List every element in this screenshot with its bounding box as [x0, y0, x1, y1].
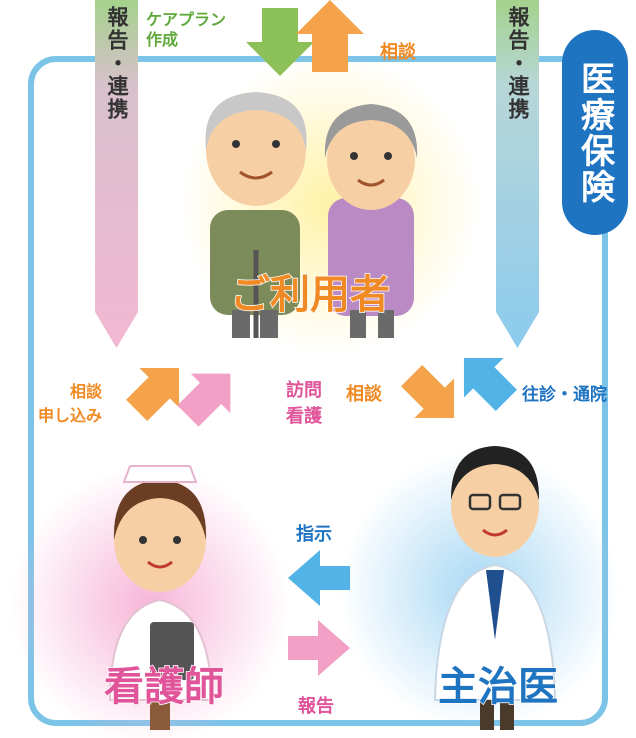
left-consult-arrow [126, 367, 180, 421]
users-label: ご利用者 [229, 271, 391, 319]
report-arrow [288, 620, 350, 676]
left-column-label: 報告・連携 [105, 6, 129, 121]
instruction-arrow [288, 550, 350, 606]
nurse-label: 看護師 [103, 663, 225, 711]
home-nursing-label: 訪問 看護 [286, 380, 322, 427]
elderly-woman-illustration [324, 104, 418, 338]
care-plan-arrow [246, 8, 314, 76]
elderly-man-illustration [205, 92, 307, 338]
report-label: 報告 [298, 696, 334, 717]
mid-consult-arrow [401, 365, 455, 419]
doctor-illustration [433, 446, 557, 730]
top-consult-label: 相談 [380, 42, 416, 63]
top-consult-arrow [296, 0, 364, 72]
care-plan-label: ケアプラン 作成 [146, 10, 227, 49]
left-consult-label: 相談 申し込み [37, 382, 102, 425]
visit-arrow [463, 357, 517, 411]
visit-label: 往診・通院 [522, 385, 607, 405]
nurse-illustration [108, 465, 214, 730]
right-report-column [496, 0, 539, 348]
home-nursing-arrow [177, 373, 231, 427]
right-column-label: 報告・連携 [506, 6, 530, 121]
medical-insurance-label: 医療保険 [574, 60, 615, 205]
mid-consult-label: 相談 [346, 384, 382, 405]
left-report-column [95, 0, 138, 348]
medical-insurance-badge: 医療保険 [562, 30, 628, 235]
instruction-label: 指示 [296, 524, 332, 545]
doctor-label: 主治医 [437, 663, 559, 711]
